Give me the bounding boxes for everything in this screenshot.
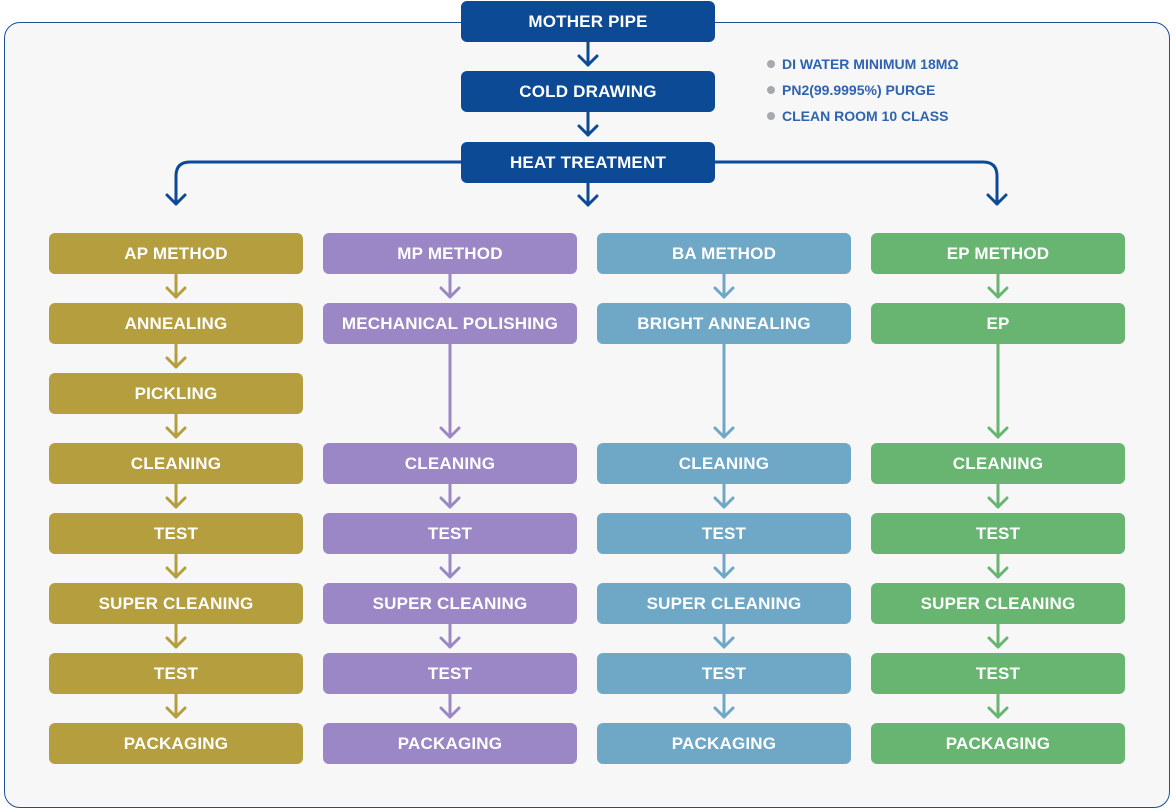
arrow-head-icon bbox=[987, 706, 1009, 719]
arrow-head-icon bbox=[713, 566, 735, 579]
ap-step-super-cleaning: SUPER CLEANING bbox=[49, 583, 303, 624]
arrow-head-icon bbox=[165, 566, 187, 579]
ep-step-test: TEST bbox=[871, 513, 1125, 554]
step-heat-treatment: HEAT TREATMENT bbox=[461, 142, 715, 183]
ba-step-test: TEST bbox=[597, 653, 851, 694]
ep-step-cleaning: CLEANING bbox=[871, 443, 1125, 484]
bullet-dot-icon bbox=[767, 86, 775, 94]
ep-step-ep-method: EP METHOD bbox=[871, 233, 1125, 274]
mp-step-super-cleaning: SUPER CLEANING bbox=[323, 583, 577, 624]
ep-step-ep: EP bbox=[871, 303, 1125, 344]
arrow-head-icon bbox=[577, 54, 599, 67]
ep-step-test: TEST bbox=[871, 653, 1125, 694]
arrow-head-icon bbox=[165, 426, 187, 439]
ap-step-annealing: ANNEALING bbox=[49, 303, 303, 344]
arrow-head-icon bbox=[439, 426, 461, 439]
arrow-head-icon bbox=[165, 193, 187, 206]
ap-step-ap-method: AP METHOD bbox=[49, 233, 303, 274]
ap-step-packaging: PACKAGING bbox=[49, 723, 303, 764]
arrow-head-icon bbox=[986, 193, 1008, 206]
arrow-head-icon bbox=[165, 706, 187, 719]
arrow-head-icon bbox=[165, 636, 187, 649]
ap-step-test: TEST bbox=[49, 653, 303, 694]
ep-step-super-cleaning: SUPER CLEANING bbox=[871, 583, 1125, 624]
ba-step-super-cleaning: SUPER CLEANING bbox=[597, 583, 851, 624]
arrow-head-icon bbox=[987, 636, 1009, 649]
arrow-head-icon bbox=[439, 636, 461, 649]
note-text: PN2(99.9995%) PURGE bbox=[782, 82, 936, 98]
note-text: CLEAN ROOM 10 CLASS bbox=[782, 108, 949, 124]
mp-step-test: TEST bbox=[323, 513, 577, 554]
branch-connector bbox=[174, 160, 463, 206]
note-item: DI WATER MINIMUM 18MΩ bbox=[766, 53, 959, 79]
arrow-head-icon bbox=[439, 496, 461, 509]
process-notes: DI WATER MINIMUM 18MΩ PN2(99.9995%) PURG… bbox=[766, 53, 959, 131]
note-item: CLEAN ROOM 10 CLASS bbox=[766, 105, 959, 131]
mp-step-test: TEST bbox=[323, 653, 577, 694]
mp-step-packaging: PACKAGING bbox=[323, 723, 577, 764]
ba-step-bright-annealing: BRIGHT ANNEALING bbox=[597, 303, 851, 344]
ba-step-ba-method: BA METHOD bbox=[597, 233, 851, 274]
arrow-head-icon bbox=[165, 496, 187, 509]
note-text: DI WATER MINIMUM 18MΩ bbox=[782, 56, 959, 72]
ba-step-test: TEST bbox=[597, 513, 851, 554]
arrow-head-icon bbox=[439, 286, 461, 299]
step-mother-pipe: MOTHER PIPE bbox=[461, 1, 715, 42]
arrow-head-icon bbox=[577, 124, 599, 137]
mp-step-mp-method: MP METHOD bbox=[323, 233, 577, 274]
arrow-head-icon bbox=[713, 496, 735, 509]
note-item: PN2(99.9995%) PURGE bbox=[766, 79, 959, 105]
arrow-head-icon bbox=[713, 286, 735, 299]
arrow-head-icon bbox=[713, 636, 735, 649]
arrow-head-icon bbox=[165, 286, 187, 299]
ap-step-test: TEST bbox=[49, 513, 303, 554]
top-connectors bbox=[165, 40, 1008, 207]
arrow-head-icon bbox=[165, 356, 187, 369]
bullet-dot-icon bbox=[767, 112, 775, 120]
ap-step-cleaning: CLEANING bbox=[49, 443, 303, 484]
arrow-head-icon bbox=[713, 426, 735, 439]
arrow-head-icon bbox=[987, 286, 1009, 299]
arrow-head-icon bbox=[439, 566, 461, 579]
column-connectors bbox=[165, 272, 1009, 719]
step-cold-drawing: COLD DRAWING bbox=[461, 71, 715, 112]
mp-step-cleaning: CLEANING bbox=[323, 443, 577, 484]
ep-step-packaging: PACKAGING bbox=[871, 723, 1125, 764]
branch-connector bbox=[713, 160, 999, 206]
ba-step-cleaning: CLEANING bbox=[597, 443, 851, 484]
bullet-dot-icon bbox=[767, 60, 775, 68]
arrow-head-icon bbox=[577, 194, 599, 207]
arrow-head-icon bbox=[439, 706, 461, 719]
arrow-head-icon bbox=[713, 706, 735, 719]
arrow-head-icon bbox=[987, 426, 1009, 439]
arrow-head-icon bbox=[987, 496, 1009, 509]
arrow-head-icon bbox=[987, 566, 1009, 579]
ap-step-pickling: PICKLING bbox=[49, 373, 303, 414]
ba-step-packaging: PACKAGING bbox=[597, 723, 851, 764]
mp-step-mechanical-polishing: MECHANICAL POLISHING bbox=[323, 303, 577, 344]
